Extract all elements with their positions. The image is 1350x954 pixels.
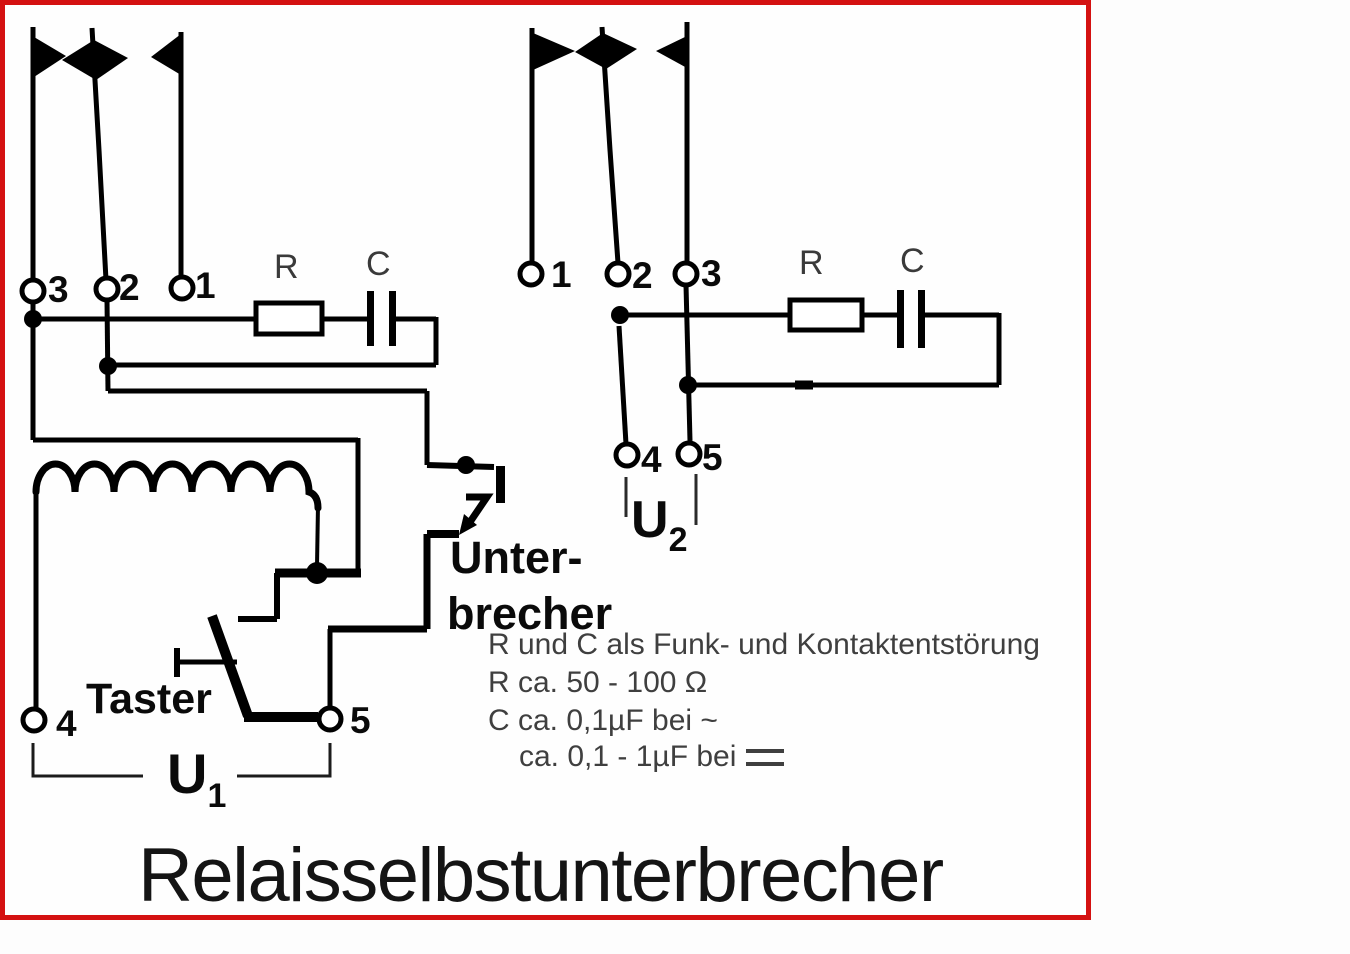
right-contact-arrow-right-icon [533,33,575,70]
left-capacitor-label: C [366,245,391,283]
note-line-3: C ca. 0,1µF bei ~ [488,704,718,737]
left-terminal-3 [19,277,47,305]
right-resistor-label: R [799,244,824,282]
left-resistor [253,300,325,337]
right-armature-arrow-icon [575,33,637,69]
right-wiring [616,284,693,445]
left-terminal-1-label: 1 [195,265,216,306]
right-capacitor-label: C [900,242,925,280]
dc-voltage-icon [746,748,785,766]
left-rc-network [24,291,439,375]
right-capacitor-plate [897,290,904,348]
u2-ticks [624,474,698,525]
right-rc-network [611,290,1002,394]
interrupter-moving-arm [466,493,494,524]
right-terminal-2-label: 2 [632,255,653,296]
interrupter-contact-symbol [327,466,505,708]
left-armature-arrow-icon [62,40,128,80]
left-relay-contact-symbol [30,27,184,281]
right-contact-arrow-left-icon [656,36,687,68]
left-terminal-1 [168,274,196,302]
u2-base: U [631,491,669,549]
taster-switch-symbol [174,614,318,722]
left-contact-arrow-left-icon [151,34,181,75]
right-relay-contact-symbol [529,22,690,264]
right-terminal-2 [604,260,632,288]
left-resistor-label: R [274,248,299,286]
interrupter-label-line1: Unter- [450,532,583,583]
right-terminal-4 [613,441,641,469]
left-contact-arrow-right-icon [34,37,66,77]
left-terminal-3-label: 3 [48,269,69,310]
right-capacitor-plate [918,290,925,348]
relay-coil [32,460,361,708]
left-capacitor-plate [367,291,374,346]
note-line-2: R ca. 50 - 100 Ω [488,666,708,699]
u1-subscript: 1 [207,777,227,815]
note-line-4-text: ca. 0,1 - 1µF bei [519,740,737,773]
coil-windings [32,460,322,512]
right-terminal-3-label: 3 [701,253,722,294]
u1-voltage-label: U1 [167,746,226,814]
u2-subscript: 2 [668,521,688,559]
interrupter-fixed-contact [496,466,505,503]
left-wiring [30,299,495,573]
right-terminal-1-label: 1 [551,254,572,295]
right-terminal-1 [517,260,545,288]
left-terminal-4 [20,706,48,734]
left-terminal-5-label: 5 [350,700,371,741]
right-terminal-3 [672,260,700,288]
taster-label: Taster [86,675,212,723]
right-terminal-5-label: 5 [702,437,723,478]
note-line-1: R und C als Funk- und Kontaktentstörung [488,628,1040,661]
u1-base: U [167,742,208,805]
right-terminal-5 [675,440,703,468]
interrupter-arrowhead-icon [459,514,477,535]
left-terminal-5 [316,705,344,733]
left-terminal-4-label: 4 [56,703,77,744]
u2-voltage-label: U2 [631,491,687,557]
junction-dot [457,456,475,474]
diagram-title: Relaisselbstunterbrecher [138,833,944,918]
left-terminal-2-label: 2 [119,267,140,308]
taster-arm [207,614,253,718]
note-line-4: ca. 0,1 - 1µF bei [519,740,785,773]
right-terminal-4-label: 4 [641,439,662,480]
left-terminal-2 [93,275,121,303]
u1-bracket [31,743,332,778]
interrupter-label-line2: brecher [447,588,613,639]
left-capacitor-plate [389,291,396,346]
right-resistor [787,297,865,333]
